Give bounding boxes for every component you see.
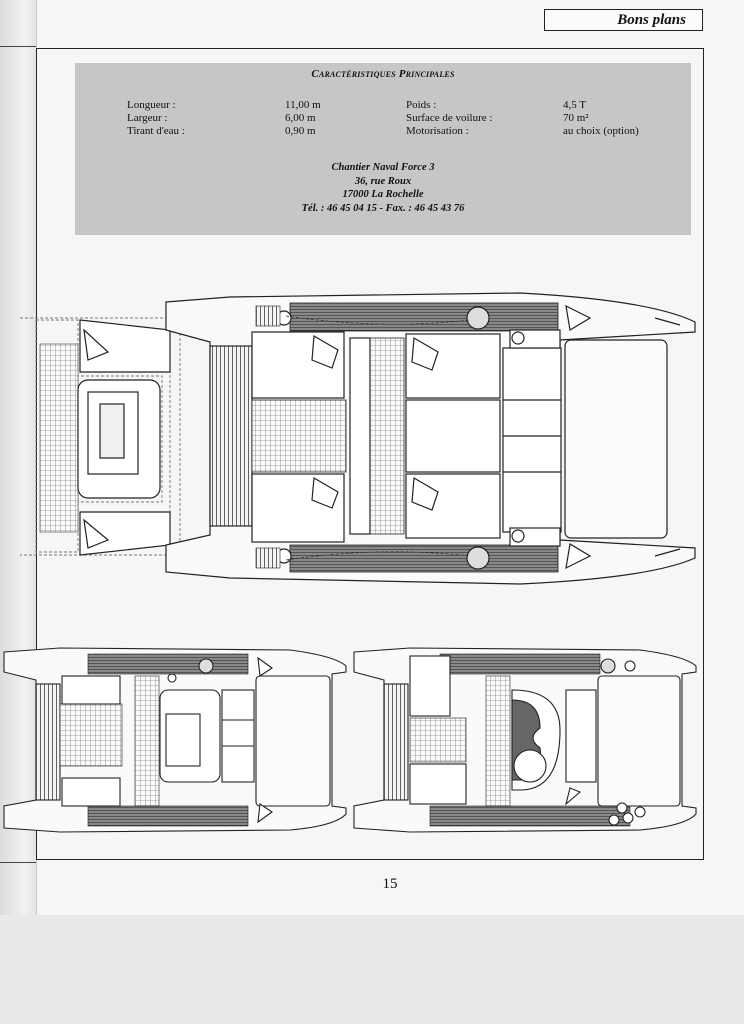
specs-left-values: 11,00 m 6,00 m 0,90 m bbox=[285, 99, 321, 138]
spec-value: 11,00 m bbox=[285, 99, 321, 111]
book-spine-shadow bbox=[0, 0, 37, 915]
specs-box: Caractéristiques Principales Longueur : … bbox=[75, 63, 691, 235]
layout-variant-b bbox=[353, 647, 697, 833]
address-line: Chantier Naval Force 3 bbox=[331, 162, 435, 173]
layout-variant-a bbox=[3, 647, 347, 833]
catamaran-deck-plans bbox=[3, 292, 697, 833]
spec-value: 6,00 m bbox=[285, 112, 316, 124]
page-frame bbox=[36, 48, 704, 860]
address-line: Tél. : 46 45 04 15 - Fax. : 46 45 43 76 bbox=[301, 202, 465, 214]
specs-left-labels: Longueur : Largeur : Tirant d'eau : bbox=[127, 99, 185, 138]
spec-label: Longueur : bbox=[127, 99, 176, 111]
spec-label: Largeur : bbox=[127, 112, 168, 124]
specs-right-labels: Poids : Surface de voilure : Motorisatio… bbox=[406, 99, 492, 138]
main-deck-plan bbox=[20, 292, 696, 585]
specs-title: Caractéristiques Principales bbox=[311, 68, 455, 80]
section-header-tab: Bons plans bbox=[544, 9, 703, 31]
spec-label: Motorisation : bbox=[406, 125, 469, 137]
spec-value: 70 m² bbox=[563, 112, 589, 124]
left-page-rule-top bbox=[0, 46, 36, 47]
spec-label: Tirant d'eau : bbox=[127, 125, 185, 137]
page-number: 15 bbox=[382, 876, 398, 892]
specs-right-values: 4,5 T 70 m² au choix (option) bbox=[563, 99, 639, 138]
left-page-rule-bottom bbox=[0, 862, 36, 863]
spec-value: 0,90 m bbox=[285, 125, 316, 137]
address-line: 36, rue Roux bbox=[354, 175, 412, 187]
shipyard-address: Chantier Naval Force 3 36, rue Roux 1700… bbox=[75, 161, 691, 215]
spec-label: Surface de voilure : bbox=[406, 112, 493, 124]
address-line: 17000 La Rochelle bbox=[342, 189, 424, 200]
spec-value: au choix (option) bbox=[563, 125, 639, 137]
section-title: Bons plans bbox=[617, 12, 686, 28]
spec-label: Poids : bbox=[406, 99, 437, 111]
spec-value: 4,5 T bbox=[563, 99, 587, 111]
